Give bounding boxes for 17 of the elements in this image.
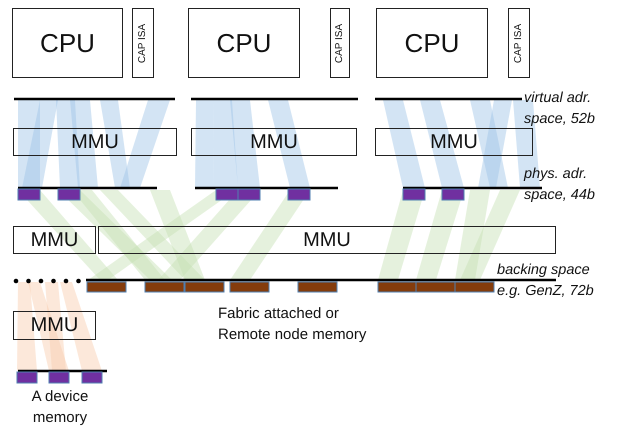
note-text: phys. adr. space, 44b — [524, 165, 596, 205]
unit-box: MMU — [191, 128, 357, 156]
unit-box: CPU — [376, 8, 488, 78]
isa-box: CAP ISA — [132, 8, 154, 78]
note-text: A device memory — [30, 387, 90, 428]
unit-box: CPU — [12, 8, 123, 78]
note-text: Fabric attached or Remote node memory — [218, 304, 368, 345]
unit-box: MMU — [13, 128, 177, 156]
isa-box: CAP ISA — [330, 8, 350, 78]
isa-box: CAP ISA — [508, 8, 530, 78]
note-text: backing space e.g. GenZ, 72b — [497, 261, 595, 301]
note-text: virtual adr. space, 52b — [524, 89, 596, 129]
unit-box: MMU — [13, 311, 96, 340]
unit-box: MMU — [98, 226, 556, 254]
unit-box: MMU — [13, 226, 96, 254]
unit-box: MMU — [375, 128, 533, 156]
unit-box: CPU — [188, 8, 300, 78]
